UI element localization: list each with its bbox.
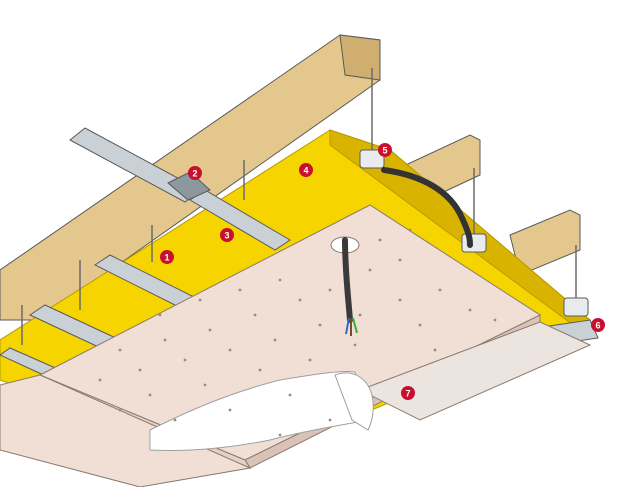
- callout-7: 7: [401, 386, 415, 400]
- screw-dot: [208, 328, 212, 332]
- screw-dot: [98, 378, 102, 382]
- hanger-clip: [563, 297, 589, 317]
- screw-dot: [173, 418, 177, 422]
- screw-dot: [468, 308, 472, 312]
- screw-dot: [258, 368, 262, 372]
- callout-marker: [220, 228, 234, 242]
- callout-marker: [188, 166, 202, 180]
- wire-blue: [345, 317, 350, 335]
- screw-dot: [358, 313, 362, 317]
- callout-4: 4: [299, 163, 313, 177]
- screw-dot: [328, 288, 332, 292]
- timber-joist-front-side: [339, 34, 381, 81]
- screw-dot: [368, 268, 372, 272]
- screw-dot: [238, 288, 242, 292]
- screw-dot: [228, 348, 232, 352]
- callout-2: 2: [188, 166, 202, 180]
- screw-dot: [278, 433, 282, 437]
- screw-dot: [158, 313, 162, 317]
- screw-dot: [273, 338, 277, 342]
- screw-dot: [433, 348, 437, 352]
- callout-5: 5: [378, 143, 392, 157]
- callouts: 1 2 3 4 5 6 7: [160, 143, 605, 400]
- callout-marker: [378, 143, 392, 157]
- cable-conduit: [381, 167, 473, 248]
- callout-label: 4: [303, 166, 308, 176]
- screw-dot: [138, 368, 142, 372]
- screw-dot: [298, 298, 302, 302]
- callout-marker: [591, 318, 605, 332]
- metal-channels: [0, 127, 291, 379]
- screw-dot: [183, 358, 187, 362]
- hanger-clip: [359, 149, 385, 169]
- screw-dot: [118, 408, 122, 412]
- screw-dot: [378, 238, 382, 242]
- wire-earth: [352, 317, 358, 334]
- plasterboard-panel: [0, 204, 592, 487]
- hanger-clip: [461, 233, 487, 253]
- screw-dot: [118, 348, 122, 352]
- screw-dot: [398, 258, 402, 262]
- hanger-clips: [359, 149, 589, 317]
- plasterboard-lower: [0, 374, 252, 487]
- screw-dot: [408, 228, 412, 232]
- callout-label: 1: [164, 253, 169, 263]
- callout-label: 2: [192, 169, 197, 179]
- screw-dot: [438, 288, 442, 292]
- screw-dot: [328, 418, 332, 422]
- screw-dot: [228, 408, 232, 412]
- callout-marker: [160, 250, 174, 264]
- screw-dot: [308, 358, 312, 362]
- screw-dot: [318, 323, 322, 327]
- screw-dot: [353, 343, 357, 347]
- screw-dots: [98, 228, 497, 437]
- electrical-cable: [342, 237, 353, 323]
- screw-dot: [198, 298, 202, 302]
- joint-tape-curl: [334, 372, 374, 431]
- callout-3: 3: [220, 228, 234, 242]
- plasterboard-lower-right: [358, 321, 592, 421]
- screw-dot: [418, 323, 422, 327]
- callout-label: 7: [405, 389, 410, 399]
- callout-marker: [299, 163, 313, 177]
- screw-dot: [253, 313, 257, 317]
- channel-connector: [167, 171, 211, 201]
- callout-marker: [401, 386, 415, 400]
- callout-label: 3: [224, 231, 229, 241]
- screw-dot: [493, 318, 497, 322]
- screw-dot: [288, 393, 292, 397]
- screw-dot: [398, 298, 402, 302]
- screw-dot: [203, 383, 207, 387]
- hanger-rods: [21, 68, 577, 345]
- screw-dot: [163, 338, 167, 342]
- screw-dot: [148, 393, 152, 397]
- screw-dot: [278, 278, 282, 282]
- callout-label: 5: [382, 146, 387, 156]
- callout-1: 1: [160, 250, 174, 264]
- callout-label: 6: [595, 321, 600, 331]
- callout-6: 6: [591, 318, 605, 332]
